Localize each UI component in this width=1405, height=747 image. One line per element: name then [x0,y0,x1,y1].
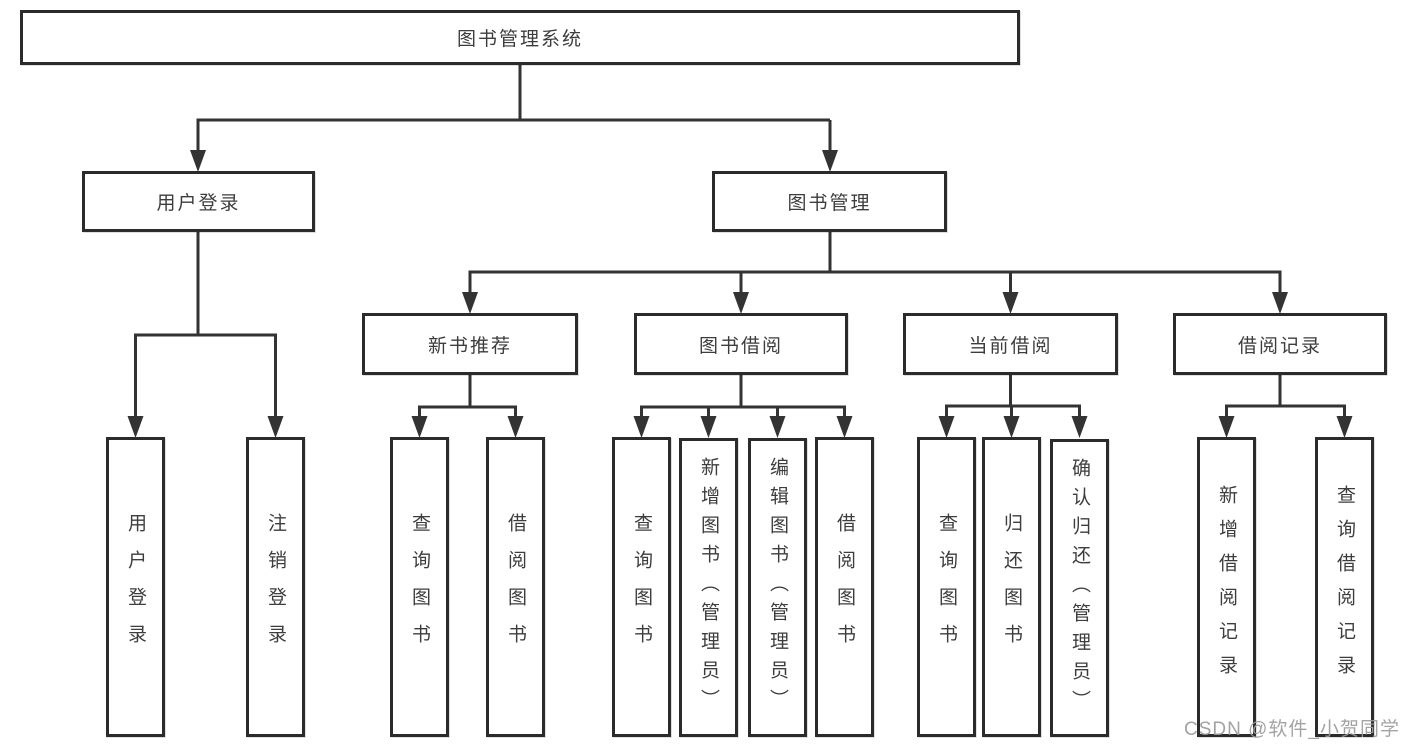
connector-userlogin-to-leaves [134,232,277,418]
node-book-borrow: 图书借阅 [634,313,848,375]
node-label: 借阅记录 [1237,335,1322,357]
arrow-down-icon [1003,416,1020,438]
node-user-login: 用户登录 [82,171,315,232]
leaf-edit-book-admin: 编辑图书（管理员） [748,438,807,737]
node-label: 新增图书（管理员） [698,457,719,718]
arrow-down-icon [769,416,786,438]
leaf-confirm-return-admin: 确认归还（管理员） [1050,439,1109,737]
node-new-book-recommend: 新书推荐 [362,313,578,375]
leaf-query-book-current: 查询图书 [917,437,976,737]
node-label: 查询图书 [631,513,652,661]
node-label: 用户登录 [125,513,146,661]
arrow-down-icon [127,416,144,438]
node-label: 编辑图书（管理员） [767,457,788,718]
node-label: 图书管理 [787,193,872,214]
node-label: 图书管理系统 [456,29,583,50]
leaf-borrow-book: 借阅图书 [815,437,874,737]
node-borrow-records: 借阅记录 [1173,313,1387,375]
leaf-query-borrow-record: 查询借阅记录 [1315,437,1374,737]
arrow-down-icon [1218,416,1235,438]
arrow-down-icon [190,150,206,172]
connector-root-to-level2 [196,65,832,152]
arrow-down-icon [733,292,749,314]
connector-records-to-leaves [1225,375,1346,420]
arrow-down-icon [822,150,838,172]
arrow-down-icon [1071,416,1088,438]
connector-current-to-leaves [945,375,1081,420]
node-label: 借阅图书 [505,513,526,661]
node-label: 注销登录 [265,513,286,661]
node-label: 当前借阅 [968,335,1053,357]
arrowheads [127,150,1353,438]
arrow-down-icon [267,416,284,438]
leaf-logout: 注销登录 [246,437,305,737]
connector-newbook-to-leaves [418,375,517,420]
connector-bookmgmt-to-level3 [468,232,1282,296]
leaf-query-book-borrow: 查询图书 [612,437,671,737]
arrow-down-icon [462,292,478,314]
leaf-add-borrow-record: 新增借阅记录 [1197,437,1256,737]
arrow-down-icon [633,416,650,438]
node-current-borrow: 当前借阅 [903,313,1118,375]
leaf-borrow-book-recommend: 借阅图书 [486,437,545,737]
leaf-return-book: 归还图书 [982,437,1041,737]
node-label: 借阅图书 [834,513,855,661]
node-label: 新书推荐 [427,335,512,357]
leaf-user-login: 用户登录 [106,437,165,737]
node-label: 查询图书 [936,513,957,661]
arrow-down-icon [1336,416,1353,438]
leaf-add-book-admin: 新增图书（管理员） [679,438,738,737]
node-library-management-system: 图书管理系统 [20,10,1020,65]
node-label: 查询图书 [409,513,430,661]
node-book-management: 图书管理 [712,171,947,232]
arrow-down-icon [700,416,717,438]
node-label: 确认归还（管理员） [1069,457,1090,719]
arrow-down-icon [1272,292,1288,314]
node-label: 新增借阅记录 [1216,485,1237,689]
arrow-down-icon [411,416,428,438]
arrow-down-icon [938,416,955,438]
node-label: 图书借阅 [698,335,783,357]
arrow-down-icon [836,416,853,438]
arrow-down-icon [1002,292,1019,314]
leaf-query-book-recommend: 查询图书 [390,437,449,737]
node-label: 用户登录 [156,193,241,214]
arrow-down-icon [507,416,524,438]
csdn-watermark: CSDN @软件_小贺同学 [1184,719,1400,740]
connector-borrow-to-leaves [640,375,846,420]
node-label: 归还图书 [1001,513,1022,661]
node-label: 查询借阅记录 [1334,485,1355,689]
